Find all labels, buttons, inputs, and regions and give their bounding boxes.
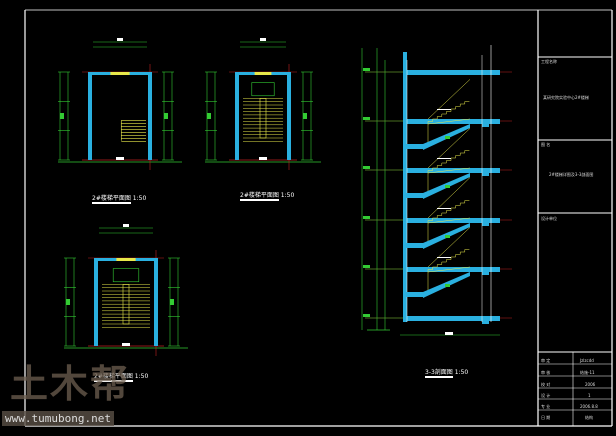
mid-landing bbox=[403, 292, 423, 297]
plan-3-dim-label bbox=[66, 299, 70, 305]
plan-2-scale: 1:50 bbox=[280, 192, 295, 199]
plan-2-landing bbox=[251, 82, 275, 97]
drawing-name: 2#楼梯详图及3-3剖面图 bbox=[549, 172, 594, 177]
stair-outline bbox=[427, 227, 471, 268]
floor-slab bbox=[403, 119, 500, 124]
mid-landing bbox=[403, 193, 423, 198]
project-name: 某研究院实验中心2#楼梯 bbox=[543, 95, 589, 100]
stair-outline bbox=[427, 266, 471, 273]
row-label: 审 核 bbox=[541, 370, 551, 375]
rect bbox=[437, 158, 451, 159]
plan-2-handrail bbox=[259, 98, 267, 139]
stair-outline bbox=[427, 167, 471, 174]
stair-outline bbox=[427, 118, 471, 125]
section-wall bbox=[403, 52, 407, 322]
beam bbox=[482, 316, 489, 324]
project-label: 工程名称 bbox=[541, 59, 557, 64]
plan-3-landing bbox=[112, 268, 140, 283]
plan-1-dim-text bbox=[117, 38, 123, 41]
plan-2-title: 2#楼梯平面图 bbox=[240, 192, 279, 201]
stair-outline bbox=[427, 217, 471, 224]
plan-2-dim-text bbox=[259, 157, 267, 160]
floor-slab bbox=[403, 267, 500, 272]
section-title: 3-3剖面图 bbox=[425, 369, 453, 378]
stair-label bbox=[445, 185, 450, 188]
section-caption: 3-3剖面图 1:50 bbox=[425, 367, 469, 378]
plan-2-window bbox=[254, 72, 272, 75]
beam bbox=[482, 168, 489, 176]
plan-2-dim-text bbox=[260, 38, 266, 41]
stair-outline bbox=[427, 79, 471, 120]
plan-3-caption: 2#楼梯平面图 1:50 bbox=[94, 371, 149, 382]
beam bbox=[482, 119, 489, 127]
level-marker bbox=[363, 314, 370, 317]
mid-landing bbox=[403, 243, 423, 248]
row-label: 专 业 bbox=[541, 404, 551, 409]
plan-3-wall bbox=[94, 258, 98, 346]
level-marker bbox=[363, 68, 370, 71]
stair-outline bbox=[427, 177, 471, 219]
designer-label: 设计单位 bbox=[541, 216, 557, 221]
plan-1-caption: 2#楼梯平面图 1:50 bbox=[92, 193, 147, 204]
plan-1-dim-label bbox=[60, 113, 64, 119]
rect bbox=[437, 257, 451, 258]
plan-3-dim-label bbox=[170, 299, 174, 305]
row-label: 日 期 bbox=[541, 415, 551, 420]
row-label: 校 对 bbox=[541, 382, 551, 387]
stair-outline bbox=[427, 128, 471, 169]
plan-3-handrail bbox=[122, 284, 130, 325]
beam bbox=[482, 218, 489, 226]
plan-2-dim-label bbox=[207, 113, 211, 119]
plan-2-dim-label bbox=[303, 113, 307, 119]
plan-3-wall bbox=[154, 258, 158, 346]
plan-3-dim-text bbox=[123, 224, 129, 227]
level-marker bbox=[363, 265, 370, 268]
row-label: 审 定 bbox=[541, 358, 551, 363]
row-value: Jzlzcdd bbox=[580, 358, 594, 363]
mid-landing bbox=[403, 144, 423, 149]
plan-1-wall bbox=[88, 72, 92, 160]
floor-slab bbox=[403, 316, 500, 321]
stair-label bbox=[445, 284, 450, 287]
floor-slab bbox=[403, 70, 500, 75]
plan-2-wall bbox=[235, 72, 239, 160]
plan-1-dim-text bbox=[116, 157, 124, 160]
plan-3-dim-text bbox=[122, 343, 130, 346]
plan-1-title: 2#楼梯平面图 bbox=[92, 195, 131, 204]
rect bbox=[437, 109, 451, 110]
plan-3-window bbox=[116, 258, 136, 261]
plan-1-window bbox=[110, 72, 130, 75]
floor-slab bbox=[403, 168, 500, 173]
plan-2-wall bbox=[287, 72, 291, 160]
plan-3-title: 2#楼梯平面图 bbox=[94, 373, 133, 382]
stair-label bbox=[445, 136, 450, 139]
plan-3-scale: 1:50 bbox=[134, 373, 149, 380]
beam bbox=[482, 267, 489, 275]
level-marker bbox=[363, 166, 370, 169]
section-scale: 1:50 bbox=[454, 369, 469, 376]
row-value: 2006 bbox=[585, 382, 596, 387]
row-label: 设 计 bbox=[541, 393, 551, 398]
watermark-logo: 土木帮 bbox=[10, 362, 160, 410]
section-dim-text bbox=[445, 332, 453, 335]
row-value: 2006.8.8 bbox=[580, 404, 598, 409]
stair-label bbox=[445, 235, 450, 238]
plan-2-caption: 2#楼梯平面图 1:50 bbox=[240, 190, 295, 201]
rect bbox=[437, 208, 451, 209]
plan-1-dim-label bbox=[164, 113, 168, 119]
plan-1-scale: 1:50 bbox=[132, 195, 147, 202]
level-marker bbox=[363, 216, 370, 219]
row-value: 1 bbox=[588, 393, 591, 398]
plan-1-wall bbox=[148, 72, 152, 160]
drawing-label: 图 名 bbox=[541, 142, 551, 147]
watermark-url: www.tumubong.net bbox=[2, 411, 114, 426]
watermark-logo-text: 土木帮 bbox=[10, 362, 131, 406]
level-marker bbox=[363, 117, 370, 120]
row-value: 结构 bbox=[585, 415, 593, 420]
floor-slab bbox=[403, 218, 500, 223]
row-value: 结施-11 bbox=[580, 370, 595, 375]
